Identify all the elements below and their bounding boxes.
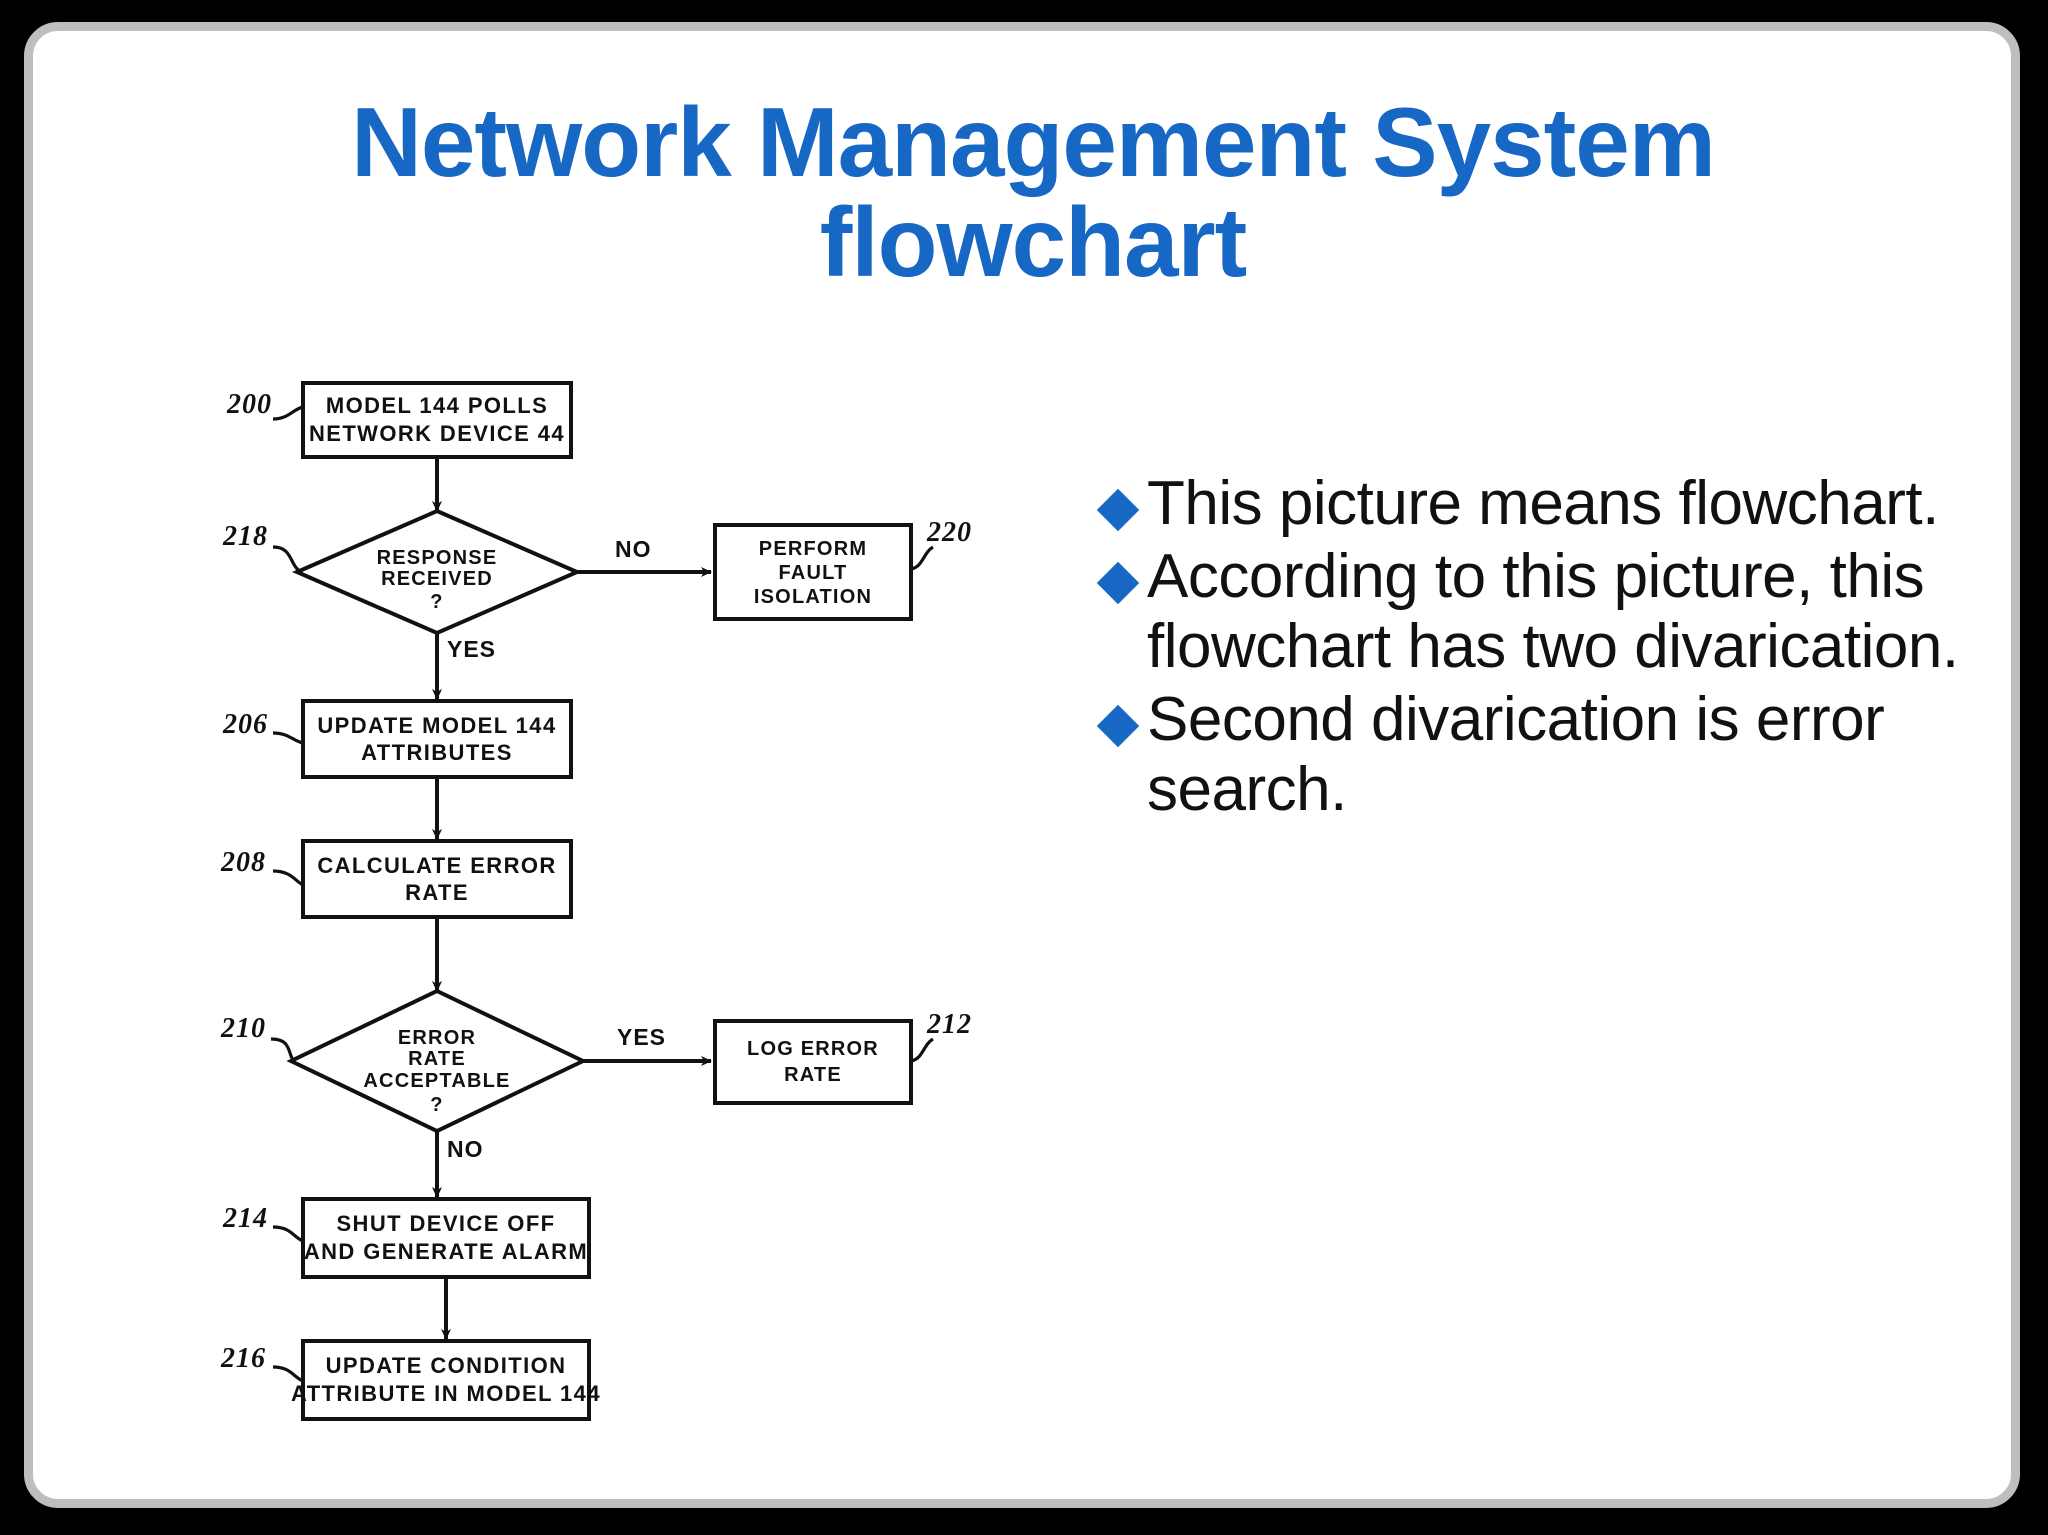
flow-node-214-line1: SHUT DEVICE OFF [336,1211,555,1236]
flow-node-210-line4: ? [430,1094,443,1116]
flow-node-208-line2: RATE [405,880,469,905]
flow-node-214-line2: AND GENERATE ALARM [304,1239,588,1264]
flow-ref-200: 200 [226,389,272,420]
list-item: This picture means flowchart. [1096,469,1963,538]
flow-node-200: MODEL 144 POLLS NETWORK DEVICE 44 200 [226,381,573,459]
bullet-text: According to this picture, this flowchar… [1147,542,1959,681]
flow-node-208: CALCULATE ERROR RATE 208 [220,839,573,919]
flow-ref-208: 208 [220,847,266,878]
page-title: Network Management System flowchart [351,87,1716,297]
flow-node-218-line2: RECEIVED [381,568,493,590]
bullet-text: Second divarication is error search. [1147,685,1885,824]
bullet-list: This picture means flowchart. According … [1096,469,1963,828]
flow-node-206-line2: ATTRIBUTES [361,740,513,765]
flow-node-206: UPDATE MODEL 144 ATTRIBUTES 206 [222,699,573,779]
flow-ref-214: 214 [222,1203,268,1234]
flow-node-210: ERROR RATE ACCEPTABLE ? 210 [220,988,588,1134]
flow-ref-210: 210 [220,1013,266,1044]
flow-node-210-line1: ERROR [398,1027,476,1049]
flow-ref-206: 206 [222,709,268,740]
flow-node-220: PERFORM FAULT ISOLATION 220 [713,517,971,621]
flow-node-218-line3: ? [430,591,443,613]
flow-branch-yes-2: YES [617,1024,666,1050]
flow-ref-216: 216 [220,1343,266,1374]
flow-node-218-line1: RESPONSE [377,547,498,569]
slide-panel: Network Management System flowchart MODE… [24,22,2020,1508]
flow-node-218: RESPONSE RECEIVED ? 218 [222,508,583,636]
diamond-bullet-icon [1096,705,1140,748]
flow-node-200-line2: NETWORK DEVICE 44 [309,421,565,446]
flow-node-210-line3: ACCEPTABLE [363,1070,510,1092]
flow-node-216-line1: UPDATE CONDITION [326,1353,567,1378]
flow-node-210-line2: RATE [408,1048,466,1070]
flow-branch-yes-1: YES [447,636,496,662]
flow-node-220-line1: PERFORM [759,538,867,560]
flow-node-206-line1: UPDATE MODEL 144 [317,713,556,738]
flow-node-208-line1: CALCULATE ERROR [317,853,556,878]
flow-node-214: SHUT DEVICE OFF AND GENERATE ALARM 214 [222,1197,591,1279]
diamond-bullet-icon [1096,488,1140,532]
flow-ref-212: 212 [926,1009,971,1040]
flow-node-212: LOG ERROR RATE 212 [713,1009,971,1105]
diamond-bullet-icon [1096,562,1140,605]
flow-node-220-line2: FAULT [779,562,848,584]
flow-node-216: UPDATE CONDITION ATTRIBUTE IN MODEL 144 … [220,1339,601,1421]
slide-canvas: Network Management System flowchart MODE… [33,31,2011,1499]
list-item: Second divarication is error search. [1096,685,1963,824]
flow-ref-218: 218 [222,521,268,552]
flow-node-212-line1: LOG ERROR [747,1038,879,1060]
flow-node-216-line2: ATTRIBUTE IN MODEL 144 [291,1381,601,1406]
flow-node-200-line1: MODEL 144 POLLS [326,393,548,418]
flow-node-220-line3: ISOLATION [754,586,872,608]
bullet-text: This picture means flowchart. [1147,469,1939,538]
flow-ref-220: 220 [926,517,971,548]
flow-branch-no-1: NO [615,536,652,562]
flow-branch-no-2: NO [447,1136,484,1162]
flowchart-figure: MODEL 144 POLLS NETWORK DEVICE 44 200 RE… [211,361,971,1481]
flow-node-212-line2: RATE [784,1064,842,1086]
list-item: According to this picture, this flowchar… [1096,542,1963,681]
